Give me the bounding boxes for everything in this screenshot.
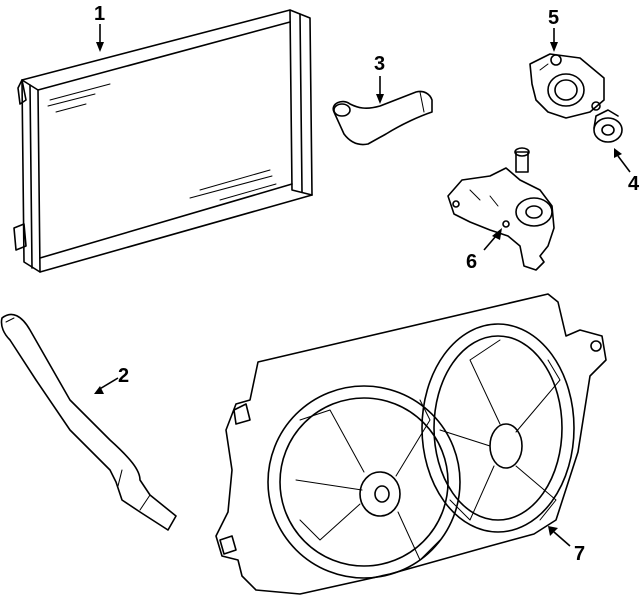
svg-text:4: 4 <box>628 173 640 195</box>
svg-text:5: 5 <box>548 7 559 29</box>
svg-text:3: 3 <box>374 53 385 75</box>
radiator-part[interactable] <box>13 9 313 273</box>
water-pump-part[interactable] <box>447 147 555 271</box>
svg-text:1: 1 <box>94 3 105 25</box>
fan-shroud-part[interactable] <box>215 293 607 595</box>
upper-hose-part[interactable] <box>332 90 433 146</box>
callout-1: 1 <box>94 3 105 52</box>
svg-text:7: 7 <box>574 543 585 565</box>
callout-5: 5 <box>548 7 559 52</box>
thermostat-part[interactable] <box>593 109 623 143</box>
callout-3: 3 <box>374 53 385 104</box>
callout-7: 7 <box>548 526 585 565</box>
callout-2: 2 <box>94 365 129 394</box>
callout-4: 4 <box>614 148 640 195</box>
svg-text:6: 6 <box>466 251 477 273</box>
lower-hose-part[interactable] <box>0 313 177 531</box>
thermostat-housing-part[interactable] <box>529 53 605 119</box>
svg-text:2: 2 <box>118 365 129 387</box>
callout-6: 6 <box>466 228 502 273</box>
